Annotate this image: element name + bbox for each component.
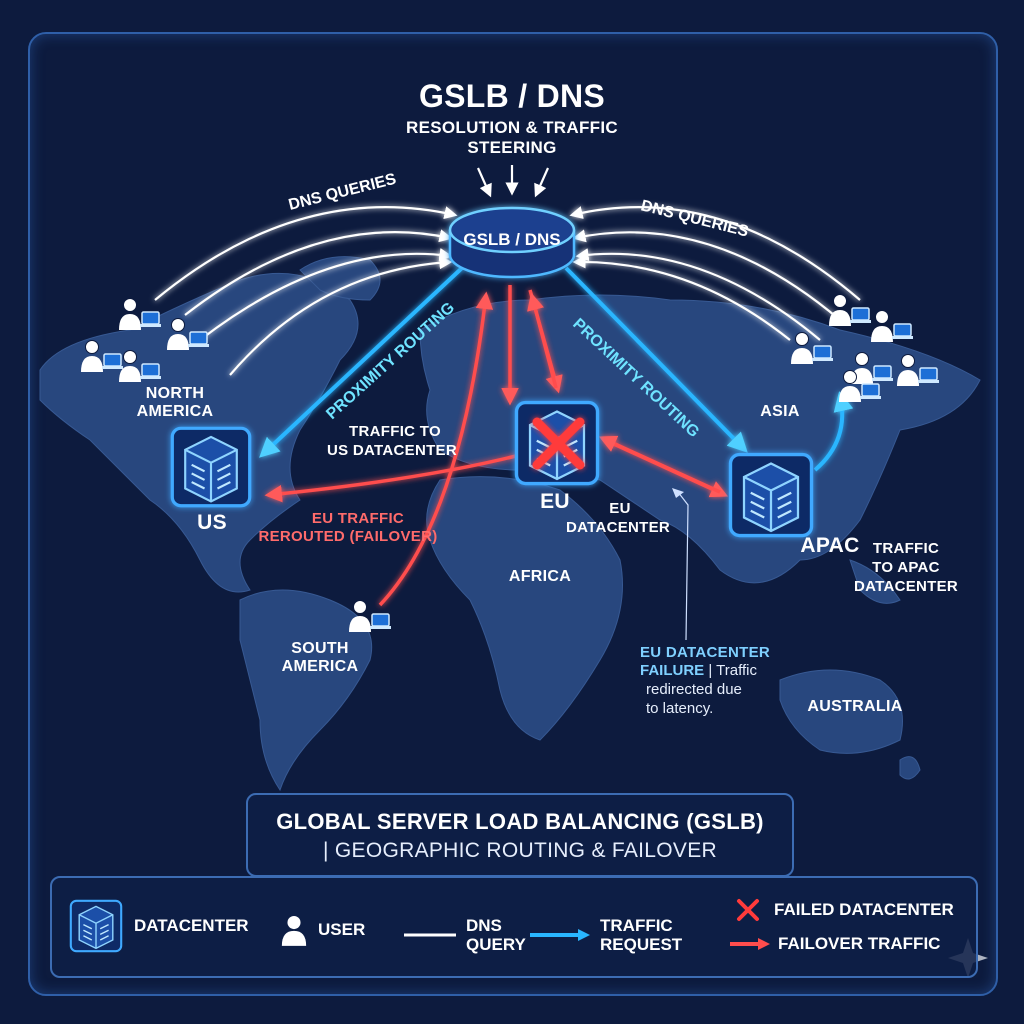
outer-frame [28,32,998,996]
legend-failed-label: FAILED DATACENTER [774,900,954,919]
legend-failover-label: FAILOVER TRAFFIC [778,934,941,953]
legend-datacenter-label: DATACENTER [134,916,249,935]
apac-datacenter-icon [728,452,814,538]
failover-arrow-icon [730,938,770,950]
failure-label-2: FAILURE | Traffic [640,662,757,679]
header-arrows [476,165,550,198]
failure-word: FAILURE [640,662,705,679]
africa-label: AFRICA [508,568,572,585]
traffic-us-label-2: US DATACENTER [326,442,457,459]
callout-line [677,491,689,641]
gslb-hub [448,206,576,279]
header-subtitle-1: RESOLUTION & TRAFFIC [406,118,618,137]
legend-traffic-1: TRAFFIC [600,916,673,935]
eu-reroute-label-1: EU TRAFFIC [311,510,405,527]
user-icon [828,293,872,326]
footer-title-box: GLOBAL SERVER LOAD BALANCING (GSLB) | GE… [246,793,794,877]
failed-x-icon [532,417,585,470]
eu-label: EU [540,490,570,513]
legend-user: USER [280,914,365,946]
failover-lines [264,285,729,607]
hub-label: GSLB / DNS [463,230,560,249]
failed-x-icon [737,899,759,921]
header-title: GSLB / DNS [418,78,606,114]
footer-title: GLOBAL SERVER LOAD BALANCING (GSLB) [276,809,764,834]
failure-label-4: to latency. [646,700,714,717]
australia-label: AUSTRALIA [807,698,903,715]
traffic-us-label-1: TRAFFIC TO [349,423,441,440]
traffic-apac-label-2: TO APAC [872,559,940,576]
legend-datacenter: DATACENTER [68,898,249,954]
legend-failed-dc: FAILED DATACENTER [736,898,954,922]
dns-query-line-icon [404,933,456,937]
apac-label: APAC [800,534,860,557]
header-subtitle-2: STEERING [467,138,557,157]
legend-user-label: USER [318,920,366,939]
north-america-label-1: NORTH [145,385,205,402]
eu-dc-label-2: DATACENTER [565,519,671,536]
world-map [39,256,981,792]
failure-traffic: | Traffic [704,662,757,679]
legend-dns-1: DNS [466,916,502,935]
legend-traffic-2: REQUEST [600,935,683,954]
legend-failover: FAILOVER TRAFFIC [728,934,940,954]
asia-label: ASIA [760,403,800,420]
footer-subtitle: | GEOGRAPHIC ROUTING & FAILOVER [323,839,717,862]
traffic-request-lines [259,266,854,472]
traffic-apac-label-1: TRAFFIC [872,540,940,557]
south-america-label-2: AMERICA [281,658,359,675]
north-america-label-2: AMERICA [136,403,214,420]
us-label: US [197,511,227,534]
eu-dc-label-1: EU [609,500,631,517]
dns-query-arcs-left [154,206,458,376]
failure-label-1: EU DATACENTER [640,644,771,661]
failure-label-3: redirected due [646,681,742,698]
dns-query-arcs-right [569,206,861,341]
eu-reroute-label-2: REROUTED (FAILOVER) [258,528,438,545]
user-icon [281,916,307,946]
south-america-label-1: SOUTH [291,640,349,657]
us-datacenter-icon [170,426,252,508]
traffic-apac-label-3: DATACENTER [853,578,959,595]
legend-dns-2: QUERY [466,935,526,954]
traffic-arrow-icon [530,929,590,941]
datacenter-icon [69,899,123,953]
user-icon [870,309,914,342]
user-icon [118,297,162,330]
